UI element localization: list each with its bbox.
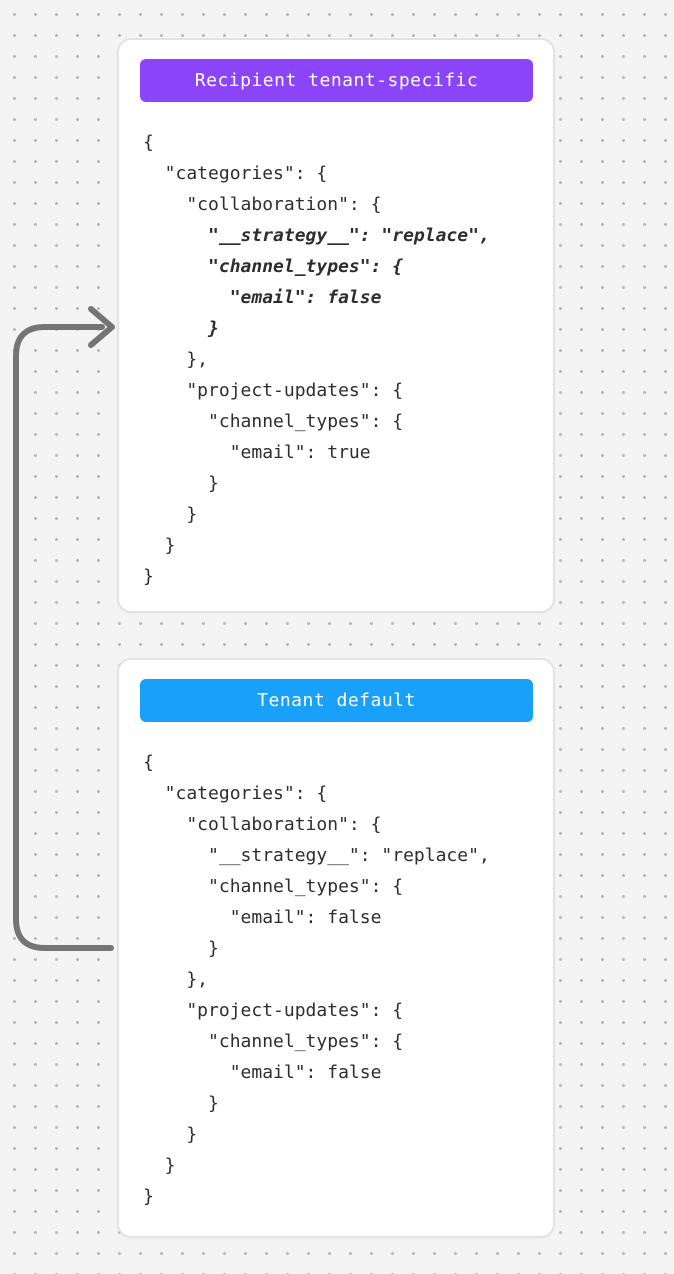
code-line: "channel_types": { bbox=[143, 1031, 404, 1052]
code-line: "email": true bbox=[143, 442, 371, 463]
code-line: "channel_types": { bbox=[143, 876, 404, 897]
json-code-block: { "categories": { "collaboration": { "__… bbox=[143, 747, 553, 1212]
code-line: "__strategy__": "replace", bbox=[143, 845, 490, 866]
code-line: "email": false bbox=[143, 907, 382, 928]
code-line: "email": false bbox=[143, 1062, 382, 1083]
code-line: } bbox=[143, 504, 198, 525]
code-line: { bbox=[143, 132, 154, 153]
code-line: }, bbox=[143, 349, 209, 370]
code-line: "categories": { bbox=[143, 783, 328, 804]
arrow-shaft bbox=[13, 324, 114, 951]
card-title-badge: Tenant default bbox=[140, 679, 533, 722]
code-line: } bbox=[143, 938, 219, 959]
code-line: "__strategy__": "replace", bbox=[143, 225, 490, 246]
card-title-badge: Recipient tenant-specific bbox=[140, 59, 533, 102]
recipient-tenant-specific-card: Recipient tenant-specific { "categories"… bbox=[117, 38, 555, 613]
code-line: "categories": { bbox=[143, 163, 328, 184]
code-line: "channel_types": { bbox=[143, 256, 404, 277]
code-line: "project-updates": { bbox=[143, 1000, 404, 1021]
json-code-block: { "categories": { "collaboration": { "__… bbox=[143, 127, 553, 592]
code-line: "channel_types": { bbox=[143, 411, 404, 432]
code-line: } bbox=[143, 1186, 154, 1207]
code-line: { bbox=[143, 752, 154, 773]
code-line: } bbox=[143, 473, 219, 494]
code-line: "email": false bbox=[143, 287, 382, 308]
code-line: } bbox=[143, 1124, 198, 1145]
tenant-default-card: Tenant default { "categories": { "collab… bbox=[117, 658, 555, 1238]
code-line: } bbox=[143, 318, 219, 339]
code-line: "collaboration": { bbox=[143, 194, 382, 215]
code-line: } bbox=[143, 535, 176, 556]
code-line: } bbox=[143, 1155, 176, 1176]
code-line: } bbox=[143, 1093, 219, 1114]
code-line: "project-updates": { bbox=[143, 380, 404, 401]
code-line: }, bbox=[143, 969, 209, 990]
arrow-head-icon bbox=[88, 306, 115, 348]
code-line: "collaboration": { bbox=[143, 814, 382, 835]
code-line: } bbox=[143, 566, 154, 587]
